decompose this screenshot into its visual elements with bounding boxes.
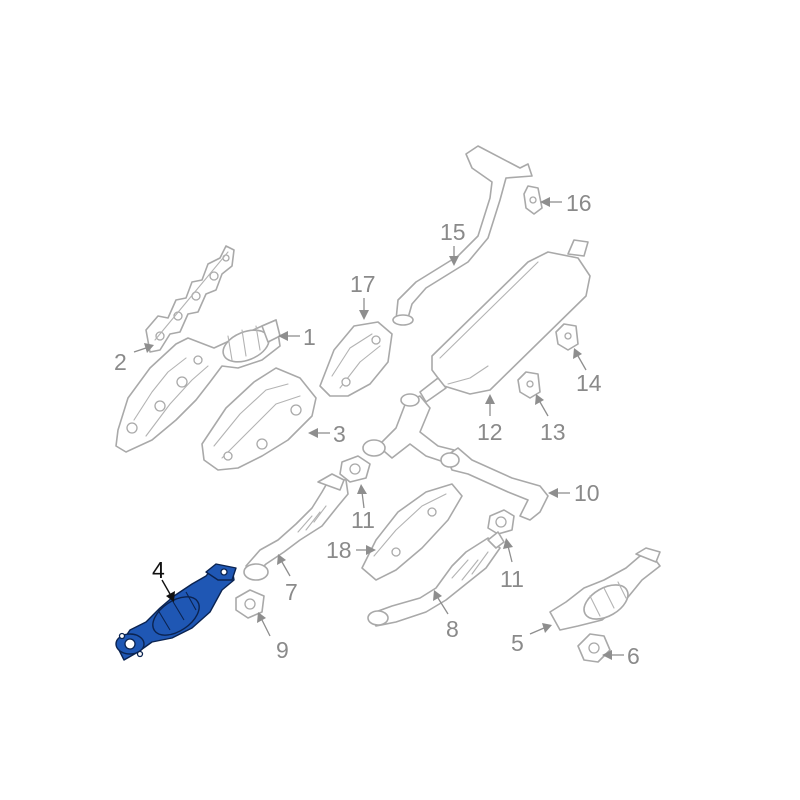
part-16-hanger <box>523 185 543 215</box>
part-17-heat-shield <box>319 321 393 397</box>
callout-10: 10 <box>574 480 600 506</box>
part-18-heat-shield <box>361 483 463 581</box>
part-11-gasket-upper <box>339 455 371 483</box>
part-2-manifold-gasket <box>145 245 235 353</box>
callout-15: 15 <box>440 219 466 245</box>
callout-4: 4 <box>152 557 165 583</box>
part-9-gasket <box>235 589 265 619</box>
callout-8: 8 <box>446 616 459 642</box>
part-13-hanger <box>517 371 541 399</box>
y-pipe-section <box>362 393 455 463</box>
callout-11-lower: 11 <box>500 566 524 592</box>
callout-labels: 1 2 3 4 5 6 7 8 9 10 11 11 12 13 14 15 1… <box>114 190 640 669</box>
callout-17: 17 <box>350 271 376 297</box>
part-15-tailpipe <box>392 145 533 326</box>
part-7-front-tube <box>243 473 349 581</box>
callout-2: 2 <box>114 349 127 375</box>
part-10-front-pipe <box>440 447 549 521</box>
part-1-exhaust-manifold <box>115 319 281 453</box>
part-3-heat-shield <box>201 367 317 471</box>
callout-18: 18 <box>326 537 352 563</box>
callout-6: 6 <box>627 643 640 669</box>
part-14-hanger <box>555 323 579 351</box>
part-6-gasket <box>577 633 611 663</box>
callout-16: 16 <box>566 190 592 216</box>
part-8-front-tube <box>367 531 505 627</box>
leader-lines <box>133 197 624 660</box>
callout-3: 3 <box>333 421 346 447</box>
callout-5: 5 <box>511 630 524 656</box>
callout-1: 1 <box>303 324 316 350</box>
part-12-muffler <box>419 239 591 403</box>
callout-12: 12 <box>477 419 503 445</box>
callout-9: 9 <box>276 637 289 663</box>
part-11-gasket-lower <box>487 509 515 535</box>
callout-14: 14 <box>576 370 602 396</box>
callout-13: 13 <box>540 419 566 445</box>
callout-11-upper: 11 <box>351 507 375 533</box>
part-4-catalytic-converter-highlighted <box>115 563 237 661</box>
callout-7: 7 <box>285 579 298 605</box>
part-5-catalytic-converter <box>549 547 661 631</box>
